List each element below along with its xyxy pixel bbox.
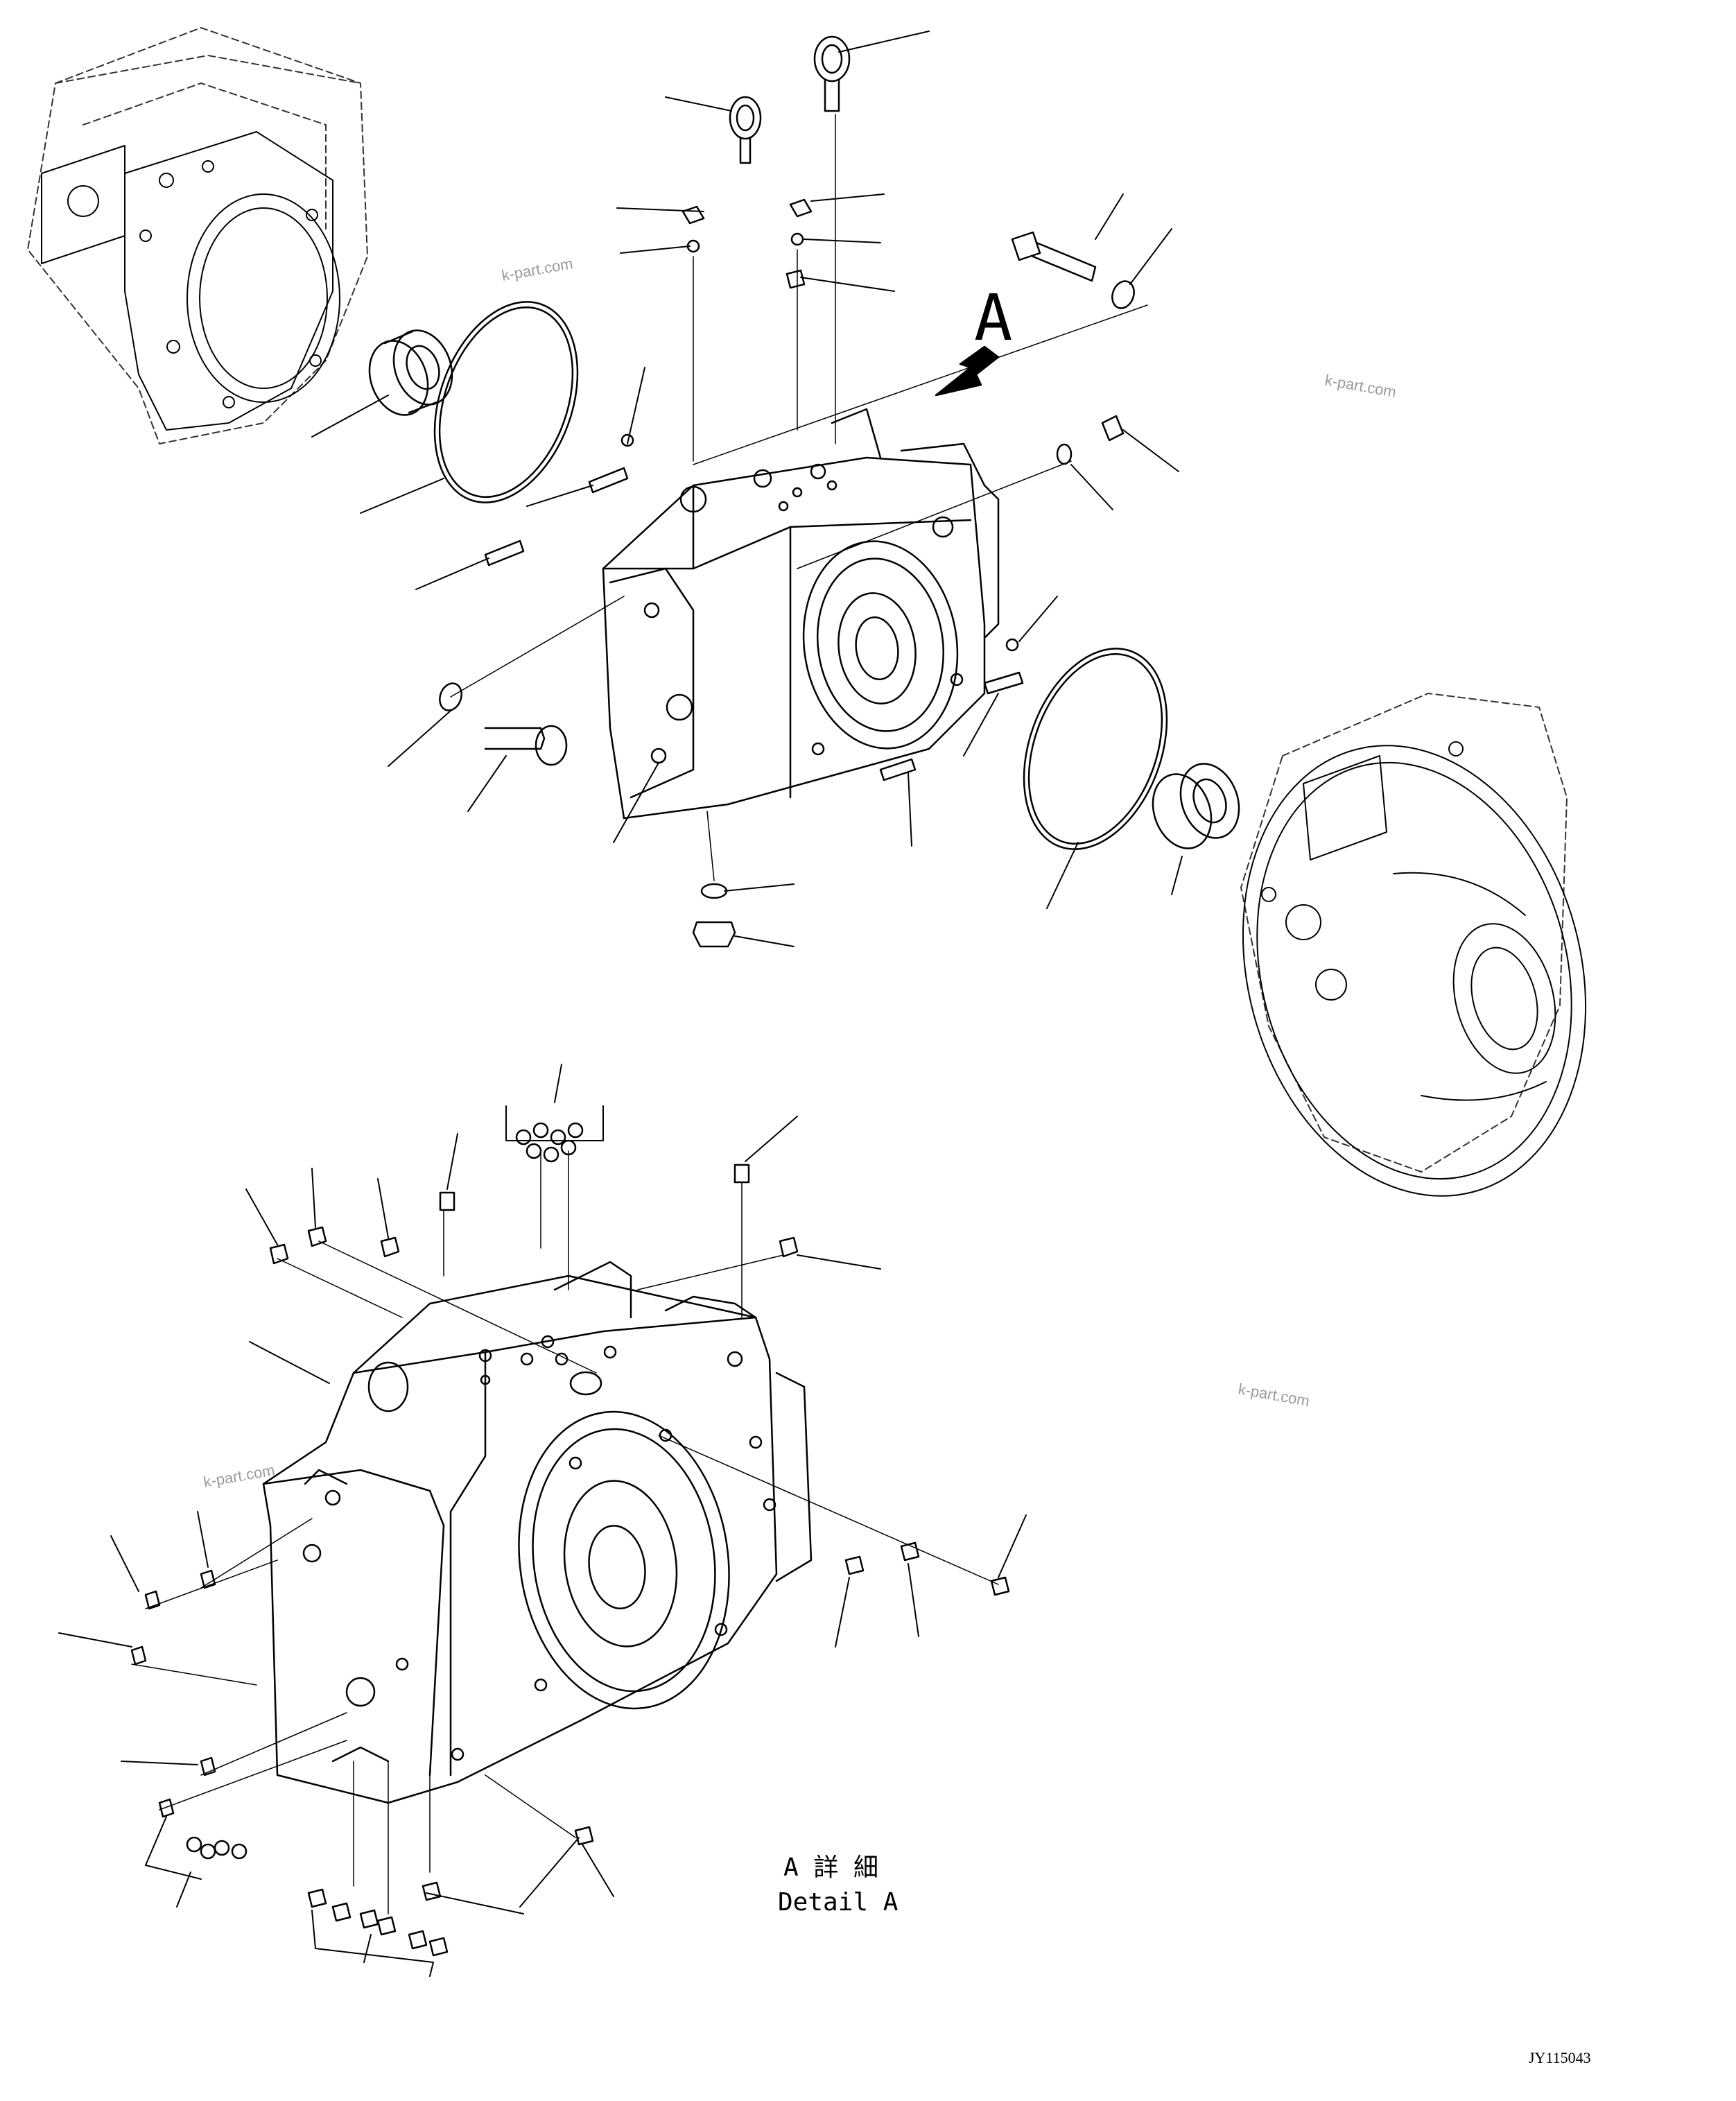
reference-lines-detail-a <box>131 1150 999 1914</box>
drawing-code: JY115043 <box>1529 2049 1591 2066</box>
eyebolt-right <box>813 35 851 112</box>
leader-lines-upper <box>311 31 1183 947</box>
bearing-left <box>368 329 453 416</box>
watermark-2: k-part.com <box>1323 371 1398 401</box>
housing-top-left-solid <box>41 131 340 431</box>
pump-body-upper <box>602 408 1000 820</box>
view-arrow-a <box>935 345 1000 397</box>
bolt-lower-left <box>439 682 568 766</box>
leader-lines-detail-a <box>58 1064 1027 1977</box>
watermark-3: k-part.com <box>1237 1380 1311 1410</box>
reference-lines-upper <box>450 114 1148 881</box>
bearing-right <box>1152 763 1240 849</box>
detail-label-en: Detail A <box>778 1888 899 1917</box>
bolt-upper-right <box>1011 231 1135 309</box>
pump-body-detail-a <box>262 1261 813 1804</box>
view-label-a: A <box>974 281 1012 355</box>
phantom-housing-top-left <box>27 27 368 444</box>
o-ring-right <box>1023 648 1168 850</box>
watermark-4: k-part.com <box>202 1461 277 1491</box>
detail-label-jp: A 詳 細 <box>783 1853 878 1882</box>
phantom-housing-right <box>1240 693 1587 1197</box>
small-fittings-upper <box>484 198 1125 948</box>
eyebolt-left <box>729 96 762 164</box>
watermark-1: k-part.com <box>501 254 575 284</box>
plugs-detail-a <box>130 1122 1010 1957</box>
o-ring-left <box>433 301 579 503</box>
